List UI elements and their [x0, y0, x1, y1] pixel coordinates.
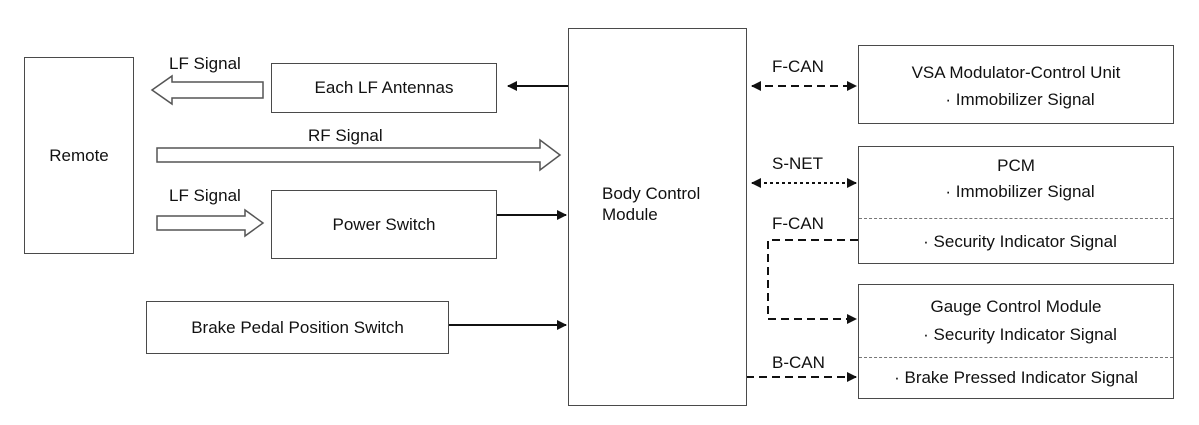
lf-signal-top-label: LF Signal [169, 54, 241, 73]
lf-signal-bottom-arrow [156, 208, 265, 238]
body-control-module-box: Body Control Module [568, 28, 747, 406]
bcan-label: B-CAN [772, 353, 825, 372]
pcm-immobilizer-signal: · Immobilizer Signal [945, 182, 1095, 201]
vsa-title: VSA Modulator-Control Unit [911, 63, 1121, 82]
lf-antennas-box: Each LF Antennas [271, 63, 497, 113]
gauge-title: Gauge Control Module [930, 297, 1102, 316]
gauge-security-indicator-signal: · Security Indicator Signal [923, 325, 1117, 344]
gauge-brake-pressed-signal: · Brake Pressed Indicator Signal [894, 368, 1138, 387]
brake-pedal-switch-label: Brake Pedal Position Switch [191, 317, 404, 337]
fcan-pcm-gauge-line [767, 239, 858, 324]
fcan-mid-label: F-CAN [772, 214, 824, 233]
remote-label: Remote [49, 145, 109, 165]
fcan-top-label: F-CAN [772, 57, 824, 76]
body-control-module-label: Body Control Module [602, 184, 701, 224]
brake-pedal-switch-box: Brake Pedal Position Switch [146, 301, 449, 354]
rf-signal-label: RF Signal [308, 126, 383, 145]
gauge-divider [859, 357, 1173, 358]
lf-signal-bottom-label: LF Signal [169, 186, 241, 205]
pcm-security-indicator-signal: · Security Indicator Signal [923, 232, 1117, 251]
snet-label: S-NET [772, 154, 823, 173]
pcm-box: PCM · Immobilizer Signal · Security Indi… [858, 146, 1174, 264]
gauge-control-module-box: Gauge Control Module · Security Indicato… [858, 284, 1174, 399]
vsa-box: VSA Modulator-Control Unit · Immobilizer… [858, 45, 1174, 124]
pcm-title: PCM [997, 156, 1035, 175]
lf-antennas-label: Each LF Antennas [314, 78, 454, 97]
rf-signal-arrow [156, 138, 562, 172]
power-switch-label: Power Switch [332, 214, 436, 234]
vsa-immobilizer-signal: · Immobilizer Signal [945, 90, 1095, 109]
lf-signal-top-arrow [150, 74, 264, 106]
pcm-divider [859, 218, 1173, 219]
power-switch-box: Power Switch [271, 190, 497, 259]
remote-box: Remote [24, 57, 134, 254]
